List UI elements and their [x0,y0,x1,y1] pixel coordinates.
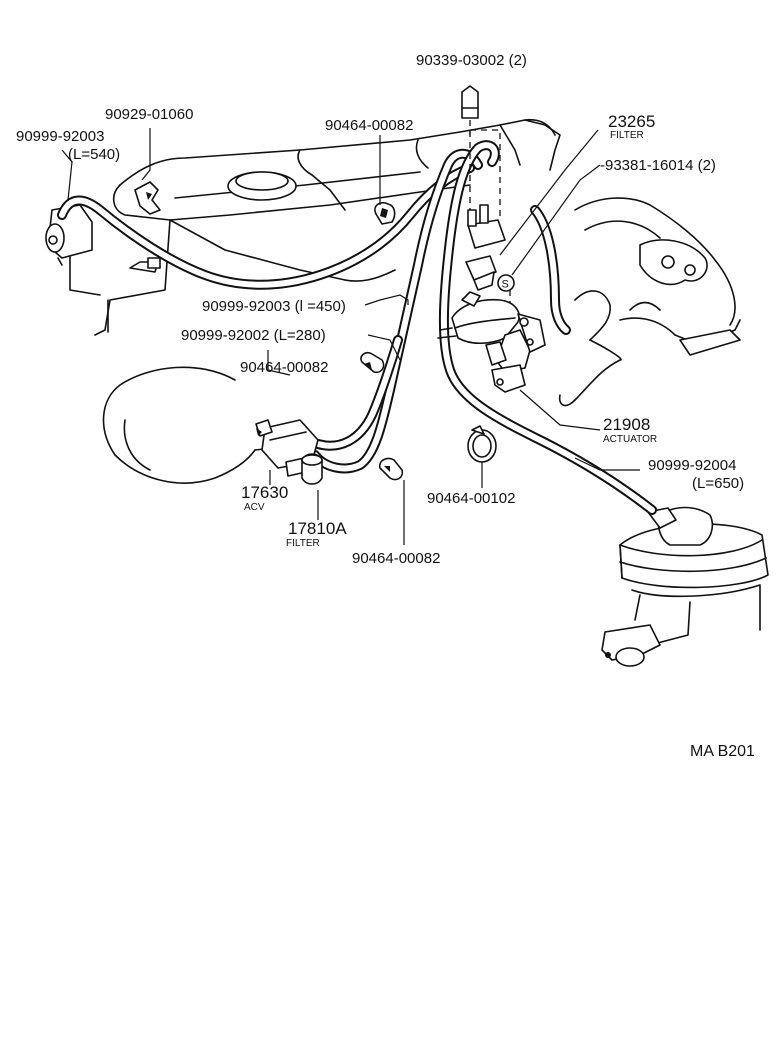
label-filter-23265-num: 23265 [608,112,655,131]
clip-90929 [134,181,161,215]
reference-code: MA B201 [690,743,755,760]
labels: 90339-03002 (2) 90929-01060 90999-92003 … [16,52,755,760]
hose-carb [530,205,571,335]
vsv-assembly [465,129,511,305]
label-filter-23265-name: FILTER [610,130,644,141]
label-hose-540-num: 90999-92003 [16,128,104,145]
clamp-ring [467,425,497,463]
label-hose-280: 90999-92002 (L=280) [181,327,326,344]
clamp-mid [360,351,385,374]
filter-17810a [301,453,323,485]
label-clamp-top: 90464-00082 [325,117,413,134]
label-hose-650-num: 90999-92004 [648,457,736,474]
hose-280 [313,335,403,451]
label-filter-17810a-num: 17810A [288,519,347,538]
hoses [57,140,657,515]
label-actuator-num: 21908 [603,415,650,434]
label-vsv-plug: 90339-03002 (2) [416,52,527,69]
label-clamp-bottom: 90464-00082 [352,550,440,567]
label-screw: -93381-16014 (2) [600,157,716,174]
label-clip-top: 90929-01060 [105,106,193,123]
label-hose-450: 90999-92003 (l =450) [202,298,346,315]
clamp-bottom [378,457,404,481]
vsv-plug [461,85,479,215]
hose-650 [438,140,657,515]
acv-valve [255,419,319,477]
s-symbol: S [497,274,515,292]
label-acv-num: 17630 [241,483,288,502]
label-clamp-ring: 90464-00102 [427,490,515,507]
label-hose-540-len: (L=540) [68,146,120,163]
label-actuator-name: ACTUATOR [603,434,657,445]
hose-450 [310,148,483,474]
actuator [437,291,546,393]
hose-540 [57,163,475,290]
label-acv-name: ACV [244,502,265,513]
clamp-top [374,201,396,225]
engine-outline [45,118,769,667]
label-filter-17810a-name: FILTER [286,538,320,549]
s-symbol-text: S [502,279,509,291]
leaders [61,128,640,545]
label-hose-650-len: (L=650) [692,475,744,492]
label-clamp-mid: 90464-00082 [240,359,328,376]
